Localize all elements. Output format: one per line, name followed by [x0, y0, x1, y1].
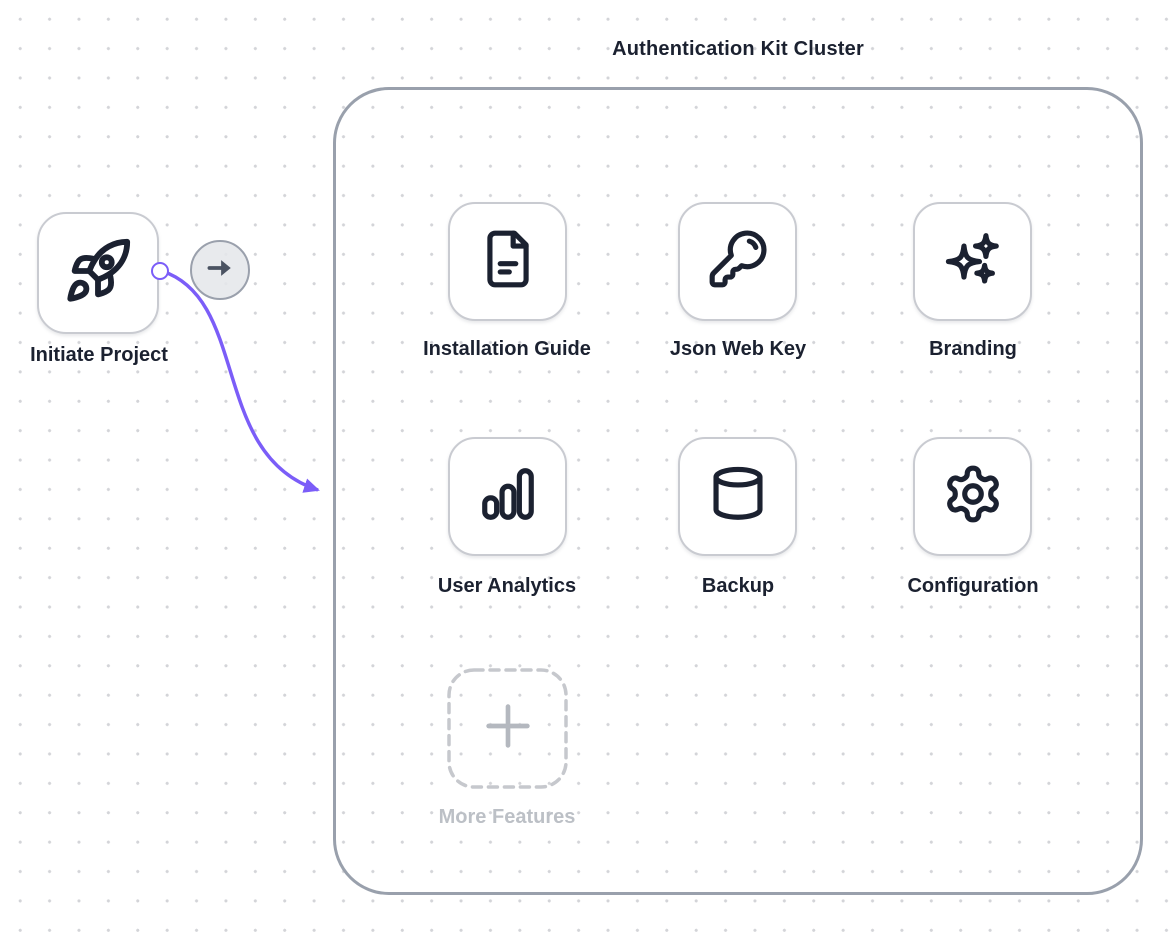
- rocket-icon: [63, 236, 133, 311]
- edge-initiate-to-cluster[interactable]: [161, 269, 320, 493]
- dashed-border: [447, 668, 568, 789]
- plus-icon: [477, 695, 539, 762]
- cluster-title: Authentication Kit Cluster: [612, 38, 864, 60]
- document-icon: [477, 228, 539, 295]
- node-label-installation-guide: Installation Guide: [423, 338, 591, 360]
- node-installation-guide[interactable]: [448, 202, 567, 321]
- node-label-user-analytics: User Analytics: [437, 575, 577, 597]
- node-branding[interactable]: [913, 202, 1032, 321]
- connect-arrow-button[interactable]: [190, 240, 250, 300]
- arrow-right-icon: [203, 251, 237, 290]
- node-label-more-features: More Features: [438, 806, 576, 828]
- gear-icon: [942, 463, 1004, 530]
- cluster-authentication-kit[interactable]: [333, 87, 1143, 895]
- sparkles-icon: [942, 228, 1004, 295]
- key-icon: [707, 228, 769, 295]
- node-initiate-project[interactable]: [37, 212, 159, 334]
- node-json-web-key[interactable]: [678, 202, 797, 321]
- node-more-features-placeholder[interactable]: [447, 668, 568, 789]
- node-label-configuration: Configuration: [907, 575, 1039, 597]
- node-label-backup: Backup: [701, 575, 775, 597]
- node-user-analytics[interactable]: [448, 437, 567, 556]
- node-backup[interactable]: [678, 437, 797, 556]
- node-label-branding: Branding: [929, 338, 1017, 360]
- connection-handle[interactable]: [151, 262, 169, 280]
- node-configuration[interactable]: [913, 437, 1032, 556]
- node-label-initiate-project: Initiate Project: [30, 344, 168, 366]
- bar-chart-icon: [477, 463, 539, 530]
- node-label-json-web-key: Json Web Key: [669, 338, 807, 360]
- database-icon: [707, 463, 769, 530]
